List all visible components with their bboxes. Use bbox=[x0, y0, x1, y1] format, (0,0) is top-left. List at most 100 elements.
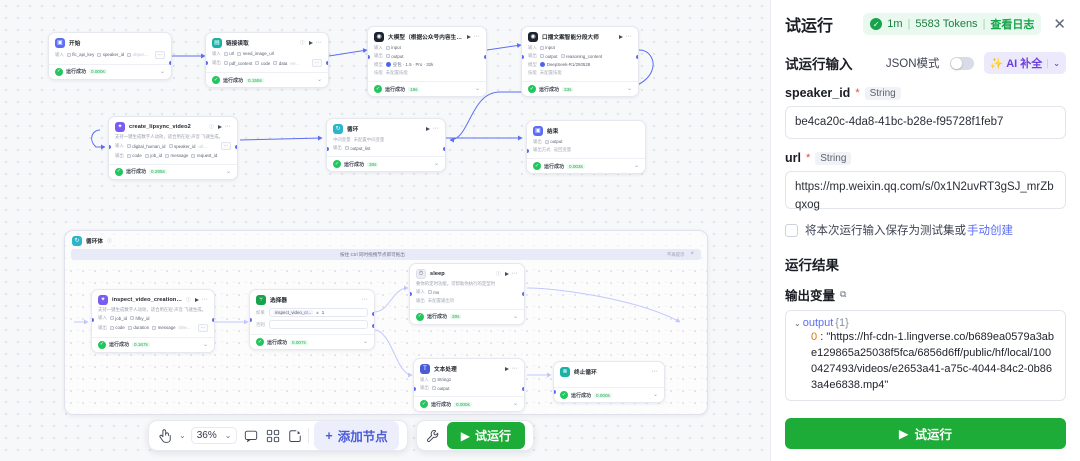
save-testset-checkbox[interactable] bbox=[785, 223, 798, 237]
node-selector[interactable]: ⑂ 选择器 ⋯ 如果 inspect_video_cr... ≠ 1 否则 bbox=[249, 289, 375, 350]
chevron-down-icon[interactable]: ⌄ bbox=[474, 86, 480, 92]
more-icon[interactable]: ⋯ bbox=[432, 126, 439, 132]
chevron-down-icon[interactable]: ⌄ bbox=[362, 339, 368, 345]
more-outputs[interactable]: ⋯ bbox=[311, 59, 322, 67]
node-break-loop[interactable]: ⊗ 终止循环 ⋯ ✓ 运行成功 0.000s ⌄ bbox=[553, 361, 665, 403]
more-inputs[interactable]: ⋯ bbox=[154, 50, 165, 59]
node-status[interactable]: ✓ 运行成功 33s ⌄ bbox=[522, 81, 638, 96]
node-status[interactable]: ✓ 运行成功 0.167s ⌄ bbox=[92, 336, 214, 352]
run-test-button[interactable]: ▶ 试运行 bbox=[446, 422, 525, 449]
dismiss-hint-link[interactable]: 不再提示 bbox=[666, 251, 685, 257]
node-status[interactable]: ✓ 运行成功 0.000s ⌄ bbox=[554, 387, 664, 402]
run-node-icon[interactable] bbox=[618, 35, 623, 39]
output-port-false[interactable] bbox=[372, 324, 374, 328]
input-port[interactable] bbox=[554, 390, 556, 394]
chevron-down-icon[interactable]: ⌄ bbox=[652, 392, 658, 398]
more-inputs[interactable]: ⋯ bbox=[220, 142, 231, 151]
cursor-icon[interactable] bbox=[157, 427, 174, 444]
chevron-down-icon[interactable]: ⌄ bbox=[202, 341, 208, 348]
output-key-row[interactable]: ⌄ output {1} bbox=[794, 317, 1057, 329]
speaker-id-input[interactable]: be4ca20c-4da8-41bc-b28e-f95728f1feb7 bbox=[785, 106, 1066, 140]
node-status[interactable]: ✓ 运行成功 0.000s ⌄ bbox=[49, 63, 171, 79]
run-node-icon[interactable] bbox=[425, 127, 430, 131]
input-port[interactable] bbox=[522, 55, 524, 59]
chevron-down-icon[interactable]: ⌄ bbox=[433, 161, 439, 167]
more-icon[interactable]: ⋯ bbox=[473, 34, 480, 40]
output-port[interactable] bbox=[484, 55, 486, 59]
node-status[interactable]: ✓ 运行成功 19s ⌄ bbox=[368, 81, 486, 96]
chevron-down-icon[interactable]: ⌄ bbox=[159, 68, 165, 75]
condition-field[interactable]: inspect_video_cr... ≠ 1 bbox=[269, 308, 368, 317]
chevron-down-icon[interactable]: ⌄ bbox=[633, 163, 639, 169]
wrench-icon[interactable] bbox=[425, 427, 442, 444]
input-port[interactable] bbox=[327, 147, 329, 151]
node-llm-wechat[interactable]: ◉ 大模型（根据公众号内容生成视... ⋯ 输入 input 输出 output… bbox=[367, 26, 487, 97]
output-port[interactable] bbox=[522, 387, 524, 391]
more-icon[interactable]: ⋯ bbox=[224, 124, 231, 130]
input-port[interactable] bbox=[410, 292, 412, 296]
add-node-button[interactable]: + 添加节点 bbox=[314, 421, 399, 450]
more-icon[interactable]: ⋯ bbox=[651, 369, 658, 375]
view-log-link[interactable]: 查看日志 bbox=[990, 19, 1035, 31]
ai-autofill-button[interactable]: ✨ AI 补全 ⌄ bbox=[983, 52, 1066, 74]
node-status[interactable]: ✓ 运行成功 0.295s ⌄ bbox=[109, 163, 237, 179]
output-port[interactable] bbox=[522, 292, 524, 296]
more-icon[interactable]: ⋯ bbox=[511, 271, 518, 277]
output-port[interactable] bbox=[169, 61, 171, 65]
run-node-icon[interactable] bbox=[466, 35, 471, 39]
json-mode-toggle[interactable] bbox=[949, 56, 974, 70]
output-port[interactable] bbox=[326, 61, 328, 65]
chevron-down-icon[interactable]: ⌄ bbox=[512, 313, 518, 320]
input-port[interactable] bbox=[206, 61, 208, 65]
node-status[interactable]: ✓ 运行成功 30s ⌄ bbox=[327, 156, 445, 171]
note-icon[interactable] bbox=[286, 427, 303, 444]
chevron-down-icon[interactable]: ⌄ bbox=[316, 77, 322, 83]
node-create-lipsync[interactable]: ✦ create_lipsync_video2 ⓘ ⋯ 支持一键生成数字人动效，… bbox=[108, 116, 238, 180]
node-status[interactable]: ✓ 运行成功 30s ⌄ bbox=[410, 308, 524, 324]
input-port[interactable] bbox=[109, 145, 111, 149]
chevron-down-icon[interactable]: ⌄ bbox=[626, 86, 632, 92]
node-status[interactable]: ✓ 运行成功 0.007s ⌄ bbox=[250, 334, 374, 349]
workflow-canvas[interactable]: ▣ 开始 输入 flc_api_key speaker_id object...… bbox=[0, 0, 770, 461]
node-status[interactable]: ✓ 运行成功 0.000s ⌄ bbox=[414, 396, 524, 411]
node-segmenter[interactable]: ◉ 口播文案智能分段大师 ⋯ 输入 input 输出 output reason… bbox=[521, 26, 639, 97]
zoom-selector[interactable]: 36% ⌄ bbox=[190, 427, 238, 444]
more-icon[interactable]: ⋯ bbox=[361, 297, 368, 303]
copy-icon[interactable]: ⧉ bbox=[840, 289, 847, 300]
chevron-down-icon[interactable]: ⌄ bbox=[794, 318, 801, 328]
more-icon[interactable]: ⋯ bbox=[511, 366, 518, 372]
output-port[interactable] bbox=[636, 55, 638, 59]
output-port[interactable] bbox=[235, 145, 237, 149]
panel-run-button[interactable]: ▶ 试运行 bbox=[785, 418, 1066, 449]
chevron-down-icon[interactable]: ⌄ bbox=[225, 168, 231, 175]
chevron-down-icon[interactable]: ⌄ bbox=[512, 401, 518, 407]
output-port[interactable] bbox=[212, 318, 214, 322]
input-port[interactable] bbox=[368, 55, 370, 59]
input-port[interactable] bbox=[414, 387, 416, 391]
input-port[interactable] bbox=[527, 149, 529, 153]
chevron-down-icon[interactable]: ⌄ bbox=[1047, 58, 1060, 68]
more-icon[interactable]: ⋯ bbox=[201, 297, 208, 303]
run-node-icon[interactable] bbox=[308, 41, 313, 45]
loop-body-container[interactable]: ↻ 循环体 ⓘ 按住 Ctrl 同时拖拽节点即可拖出 不再提示 × ✦ insp… bbox=[64, 230, 708, 415]
node-start[interactable]: ▣ 开始 输入 flc_api_key speaker_id object...… bbox=[48, 32, 172, 80]
run-node-icon[interactable] bbox=[194, 298, 199, 302]
manual-create-link[interactable]: 手动创建 bbox=[967, 225, 1013, 238]
node-status[interactable]: ✓ 运行成功 0.003s ⌄ bbox=[527, 158, 645, 173]
input-port[interactable] bbox=[250, 318, 252, 322]
run-node-icon[interactable] bbox=[217, 125, 222, 129]
node-inspect-video[interactable]: ✦ inspect_video_creation_sta... ⓘ ⋯ 支持一键… bbox=[91, 289, 215, 353]
node-sleep[interactable]: ⏱ sleep ⓘ ⋯ 要你的定时功能，可帮助你执行的定型时 输入 ms 输出 … bbox=[409, 263, 525, 325]
more-icon[interactable]: ⋯ bbox=[625, 34, 632, 40]
output-port[interactable] bbox=[443, 147, 445, 151]
more-outputs[interactable]: ⋯ bbox=[197, 323, 208, 332]
run-node-icon[interactable] bbox=[504, 367, 509, 371]
layout-icon[interactable] bbox=[264, 427, 281, 444]
cursor-dropdown-caret[interactable]: ⌄ bbox=[179, 431, 186, 440]
node-loop[interactable]: ↻ 循环 ⋯ 中间变量 未配置中间变量 输出 output_list ✓ 运行成… bbox=[326, 118, 446, 172]
else-field[interactable] bbox=[269, 320, 368, 329]
close-icon[interactable]: ✕ bbox=[1053, 16, 1066, 33]
output-port-true[interactable] bbox=[372, 312, 374, 316]
run-node-icon[interactable] bbox=[504, 272, 509, 276]
input-port[interactable] bbox=[92, 318, 94, 322]
